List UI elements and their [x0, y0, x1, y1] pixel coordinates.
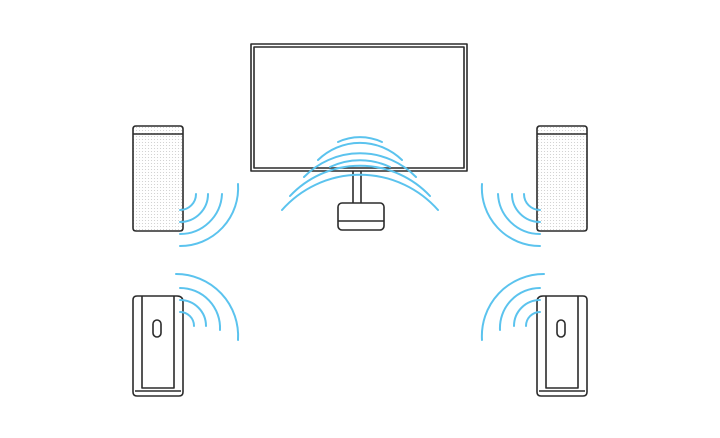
front-left-speaker: [132, 125, 240, 248]
front-right-speaker: [480, 125, 588, 248]
soundbar-sound-waves: [281, 136, 439, 211]
speaker-rear-panel: [141, 296, 175, 389]
sound-wave-icon: [289, 164, 431, 197]
sound-wave-icon: [511, 193, 541, 223]
sound-wave-icon: [179, 299, 207, 327]
speaker-port-icon: [152, 319, 162, 338]
sound-wave-icon: [281, 173, 439, 211]
sound-wave-icon: [513, 299, 541, 327]
front-left-sound-waves: [179, 183, 240, 248]
rear-left-speaker: [132, 272, 240, 397]
sound-wave-icon: [480, 272, 545, 341]
tv-screen: [250, 43, 468, 172]
speaker-body: [536, 125, 588, 232]
sound-wave-icon: [523, 193, 541, 211]
rear-right-sound-waves: [480, 272, 545, 341]
speaker-body: [132, 125, 184, 232]
sound-wave-icon: [497, 193, 541, 236]
speaker-icon: [132, 295, 184, 397]
rear-right-speaker: [480, 272, 588, 397]
sound-wave-icon: [317, 141, 403, 161]
front-right-sound-waves: [480, 183, 541, 248]
tv-bezel-inner: [253, 46, 465, 169]
sound-wave-icon: [175, 272, 240, 341]
rear-left-sound-waves: [175, 272, 240, 341]
sound-wave-icon: [329, 159, 391, 168]
speaker-body: [536, 295, 588, 397]
speaker-icon: [536, 295, 588, 397]
speaker-body: [132, 295, 184, 397]
sound-wave-icon: [480, 183, 541, 248]
sound-wave-icon: [179, 193, 223, 236]
sound-wave-icon: [498, 286, 541, 331]
speaker-port-icon: [556, 319, 566, 338]
sound-wave-icon: [303, 152, 417, 178]
sound-wave-icon: [337, 136, 383, 143]
speaker-rear-panel: [545, 296, 579, 389]
tv-icon: [250, 43, 468, 204]
sound-wave-icon: [179, 193, 209, 223]
sound-wave-icon: [525, 311, 541, 327]
sound-wave-icon: [179, 193, 197, 211]
soundbar-icon: [337, 202, 385, 231]
sound-wave-icon: [179, 286, 222, 331]
sound-wave-icon: [179, 311, 195, 327]
speaker-icon: [536, 125, 588, 232]
speaker-icon: [132, 125, 184, 232]
sound-wave-icon: [179, 183, 240, 248]
soundbar-body: [337, 202, 385, 231]
